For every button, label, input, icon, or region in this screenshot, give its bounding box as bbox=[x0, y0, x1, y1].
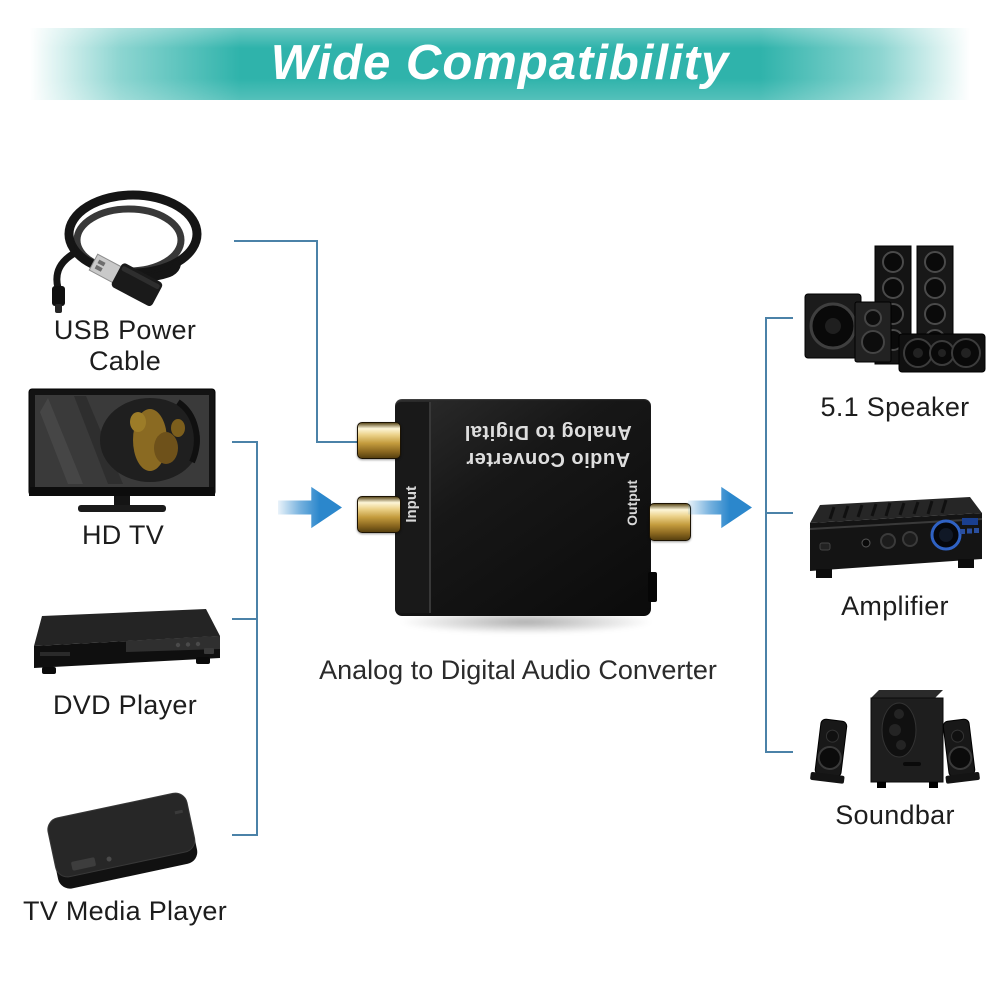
dvd-player-icon bbox=[34, 609, 220, 674]
converter-side-panel bbox=[395, 402, 431, 613]
connector-stub-dvd bbox=[232, 618, 258, 620]
soundbar-icon bbox=[810, 690, 980, 788]
tv-media-player-label: TV Media Player bbox=[22, 896, 228, 926]
dvd-player-label: DVD Player bbox=[52, 690, 198, 720]
connector-stub-speaker bbox=[765, 317, 793, 319]
rca-input-jack-top bbox=[357, 422, 401, 459]
converter-print-line: Analog to Digital bbox=[464, 421, 632, 443]
left-arrow-icon bbox=[278, 486, 342, 529]
connector-usb-h1 bbox=[234, 240, 318, 242]
5-1-speaker-icon bbox=[804, 245, 986, 373]
banner: Wide Compatibility bbox=[0, 28, 1000, 100]
converter-caption: Analog to Digital Audio Converter bbox=[319, 655, 717, 685]
tv-media-player-icon bbox=[47, 792, 198, 889]
coaxial-output-jack bbox=[649, 503, 691, 541]
converter-print-text: Audio Converter Analog to Digital bbox=[452, 412, 644, 472]
connector-stub-amplifier bbox=[765, 512, 793, 514]
right-arrow-icon bbox=[688, 486, 752, 529]
usb-power-cable-icon bbox=[52, 190, 202, 313]
connector-right-bus bbox=[765, 317, 767, 753]
connector-stub-hdtv bbox=[232, 441, 258, 443]
hd-tv-icon bbox=[28, 388, 216, 512]
amplifier-label: Amplifier bbox=[841, 591, 949, 621]
amplifier-icon bbox=[809, 497, 983, 578]
connector-stub-soundbar bbox=[765, 751, 793, 753]
connector-usb-v bbox=[316, 240, 318, 443]
5-1-speaker-label: 5.1 Speaker bbox=[820, 392, 970, 422]
converter-device bbox=[395, 399, 651, 616]
connector-usb-h2 bbox=[316, 441, 358, 443]
usb-power-cable-label: USB Power Cable bbox=[53, 315, 197, 376]
rca-input-jack-bottom bbox=[357, 496, 401, 533]
banner-title: Wide Compatibility bbox=[270, 36, 730, 90]
power-port bbox=[648, 572, 657, 602]
converter-input-label: Input bbox=[402, 486, 420, 523]
connector-stub-media bbox=[232, 834, 258, 836]
connector-left-bus bbox=[256, 441, 258, 836]
soundbar-label: Soundbar bbox=[835, 800, 955, 830]
converter-output-label: Output bbox=[624, 480, 640, 526]
hd-tv-label: HD TV bbox=[81, 520, 164, 550]
converter-print-line: Audio Converter bbox=[465, 448, 631, 470]
